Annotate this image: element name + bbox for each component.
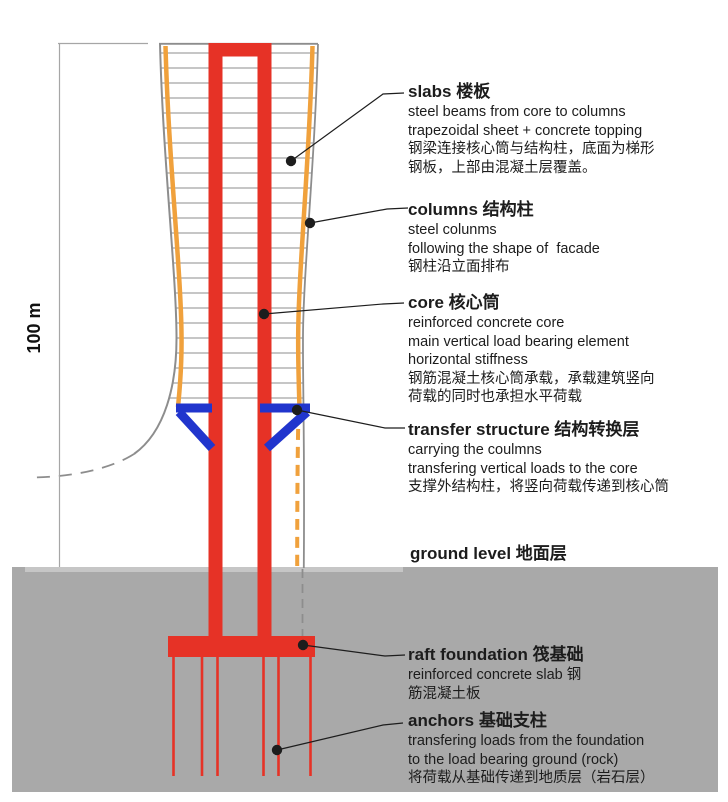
annotation-line: trapezoidal sheet + concrete topping [408,122,643,139]
annotation-line: 钢板，上部由混凝土层覆盖。 [408,159,597,176]
annotation-line: 钢柱沿立面排布 [408,259,510,275]
annotation-title: raft foundation 筏基础 [408,645,584,664]
slabs-leader-line [290,92,405,162]
transfer-callout-dot [291,404,303,416]
annotation-title: ground level 地面层 [410,544,567,563]
anchor-piles [172,657,312,776]
annotation-line: reinforced concrete slab 钢 [408,667,582,683]
annotation-line: main vertical load bearing element [408,333,629,350]
annotation-ground-level: ground level 地面层 [410,544,728,565]
annotation-line: 钢筋混凝土核心筒承载，承载建筑竖向 [408,370,655,387]
annotation-line: to the load bearing ground (rock) [408,751,619,768]
raft-callout-dot [297,639,309,651]
annotation-core: core 核心筒 reinforced concrete core main v… [408,293,726,407]
anchors-callout-dot [271,744,283,756]
height-dimension [58,42,148,567]
core-callout-dot [258,308,270,320]
annotation-transfer-structure: transfer structure 结构转换层 carrying the co… [408,420,726,497]
annotation-line: steel colunms [408,222,497,238]
transfer-structure [175,403,311,452]
height-dimension-label: 100 m [24,302,44,353]
annotation-line: reinforced concrete core [408,315,565,331]
transfer-leader-line [296,409,405,429]
annotation-slabs: slabs 楼板 steel beams from core to column… [408,82,726,177]
anchors-leader-line [276,722,404,751]
annotation-title: slabs 楼板 [408,82,491,101]
core-top-cap [208,43,272,57]
annotation-title: anchors 基础支柱 [408,711,547,730]
annotation-line: transfering vertical loads to the core [408,460,638,477]
columns-leader-line [309,207,409,224]
annotation-line: transfering loads from the foundation [408,733,645,749]
transfer-right-brace [263,408,311,452]
left-facade-line [133,43,178,455]
right-column-dashed-line [295,410,301,567]
facade-column-lines [163,45,315,567]
callout-dots [258,155,316,756]
annotation-title: transfer structure 结构转换层 [408,420,640,439]
annotation-line: 筋混凝土板 [408,685,481,702]
slabs-callout-dot [285,155,297,167]
left-column-line [163,45,184,408]
annotation-title: core 核心筒 [408,293,500,312]
ground-area [12,567,718,792]
facade-outline [27,42,319,636]
annotation-line: horizontal stiffness [408,352,528,368]
annotation-line: 荷载的同时也承担水平荷载 [408,389,582,405]
annotation-line: 钢梁连接核心筒与结构柱，底面为梯形 [408,141,655,157]
core-leader-line [263,302,405,315]
leader-lines [263,92,409,751]
annotation-anchors: anchors 基础支柱 transfering loads from the … [408,711,726,788]
annotation-line: 支撑外结构柱，将竖向荷载传递到核心筒 [408,479,669,495]
core-right-wall [257,43,272,636]
right-column-line [295,45,315,408]
columns-callout-dot [304,217,316,229]
annotation-line: following the shape of facade [408,240,600,257]
annotation-title: columns 结构柱 [408,200,534,219]
annotation-line: steel beams from core to columns [408,104,626,120]
raft-foundation-slab [168,636,315,657]
annotation-columns: columns 结构柱 steel colunms following the … [408,200,726,277]
core-left-wall [208,43,223,636]
left-facade-dashed-extension [27,453,135,479]
core-structure [208,43,272,636]
annotation-line: carrying the coulmns [408,442,542,458]
annotation-line: 将荷载从基础传递到地质层（岩石层） [408,770,655,786]
annotation-raft-foundation: raft foundation 筏基础 reinforced concrete … [408,645,726,703]
transfer-left-brace [175,408,216,452]
raft-leader-line [302,644,406,657]
